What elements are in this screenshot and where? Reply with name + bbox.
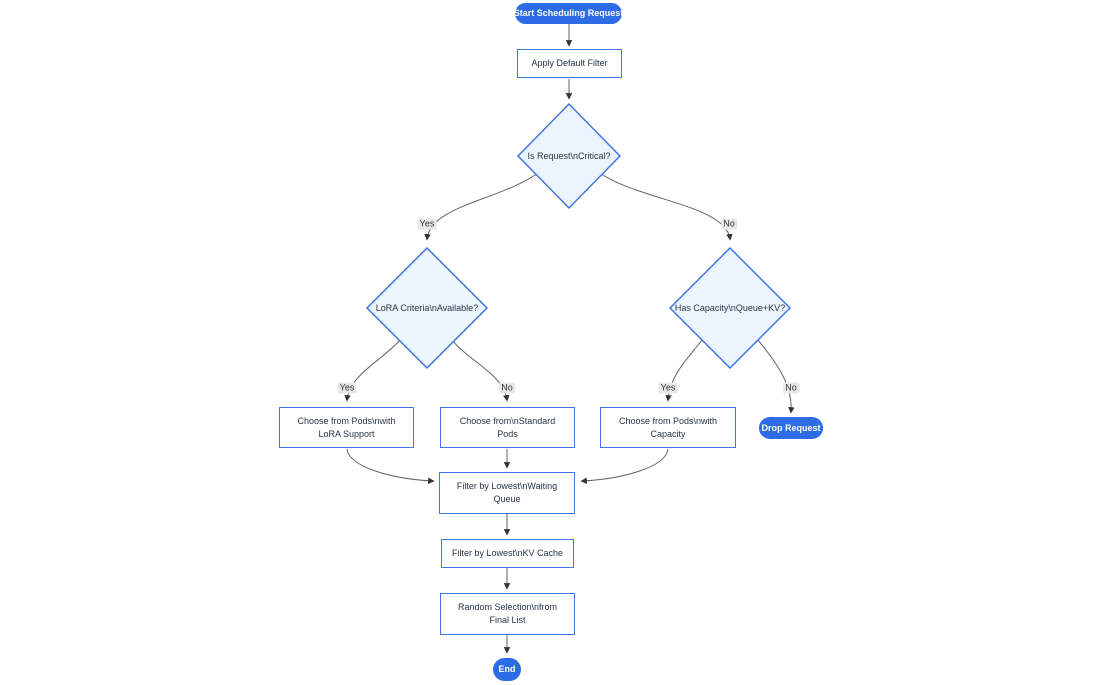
node-choose-pods-lora-support-line1: Choose from Pods\nwith	[297, 415, 396, 426]
node-choose-pods-lora-support: Choose from Pods\nwith LoRA Support	[279, 407, 414, 448]
edge-label-critical-yes: Yes	[417, 218, 437, 230]
node-filter-lowest-waiting-queue-line2: Queue	[493, 494, 521, 504]
node-start: Start Scheduling Request	[513, 3, 624, 24]
node-filter-lowest-waiting-queue-line1: Filter by Lowest\nWaiting	[456, 481, 558, 491]
node-random-selection-final-list: Random Selection\nfrom Final List	[440, 593, 575, 635]
edge-label-lora-no: No	[499, 382, 515, 394]
node-choose-standard-pods-line2: Pods	[497, 428, 518, 439]
edge-label-capacity-no: No	[783, 382, 799, 394]
edge-capacity-no-to-drop	[757, 339, 795, 414]
edge-label-capacity-yes: Yes	[658, 382, 678, 394]
node-drop-request: Drop Request	[759, 417, 823, 439]
node-choose-pods-capacity-line1: Choose from Pods\nwith	[618, 415, 718, 426]
node-filter-lowest-kv-cache-label: Filter by Lowest\nKV Cache	[451, 548, 564, 558]
node-is-request-critical: Is Request\nCritical?	[517, 103, 621, 209]
edge-label-lora-yes: Yes	[337, 382, 357, 394]
edge-choose-capacity-to-filter-queue	[580, 448, 669, 485]
node-start-label: Start Scheduling Request	[513, 8, 624, 18]
node-lora-criteria-available-label: LoRA Criteria\nAvailable?	[375, 303, 479, 313]
edge-label-critical-no: No	[721, 218, 737, 230]
node-end-label: End	[498, 664, 516, 674]
node-choose-pods-lora-support-line2: LoRA Support	[318, 428, 375, 439]
node-has-capacity-queue-kv-label: Has Capacity\nQueue+KV?	[674, 303, 786, 313]
node-choose-pods-capacity-line2: Capacity	[650, 428, 686, 439]
node-choose-pods-capacity: Choose from Pods\nwith Capacity	[600, 407, 736, 448]
node-has-capacity-queue-kv: Has Capacity\nQueue+KV?	[669, 247, 791, 369]
node-apply-default-filter-label: Apply Default Filter	[531, 58, 608, 68]
edge-choose-lora-to-filter-queue	[346, 448, 435, 485]
node-filter-lowest-waiting-queue: Filter by Lowest\nWaiting Queue	[439, 472, 575, 514]
node-choose-standard-pods: Choose from\nStandard Pods	[440, 407, 575, 448]
node-end: End	[493, 658, 521, 681]
node-choose-standard-pods-line1: Choose from\nStandard	[459, 415, 556, 426]
node-is-request-critical-label: Is Request\nCritical?	[527, 151, 611, 161]
node-random-selection-final-list-line1: Random Selection\nfrom	[457, 602, 558, 612]
node-lora-criteria-available: LoRA Criteria\nAvailable?	[366, 247, 488, 369]
node-filter-lowest-kv-cache: Filter by Lowest\nKV Cache	[441, 539, 574, 568]
node-apply-default-filter: Apply Default Filter	[517, 49, 622, 78]
node-random-selection-final-list-line2: Final List	[489, 615, 526, 625]
node-drop-request-label: Drop Request	[761, 422, 821, 433]
